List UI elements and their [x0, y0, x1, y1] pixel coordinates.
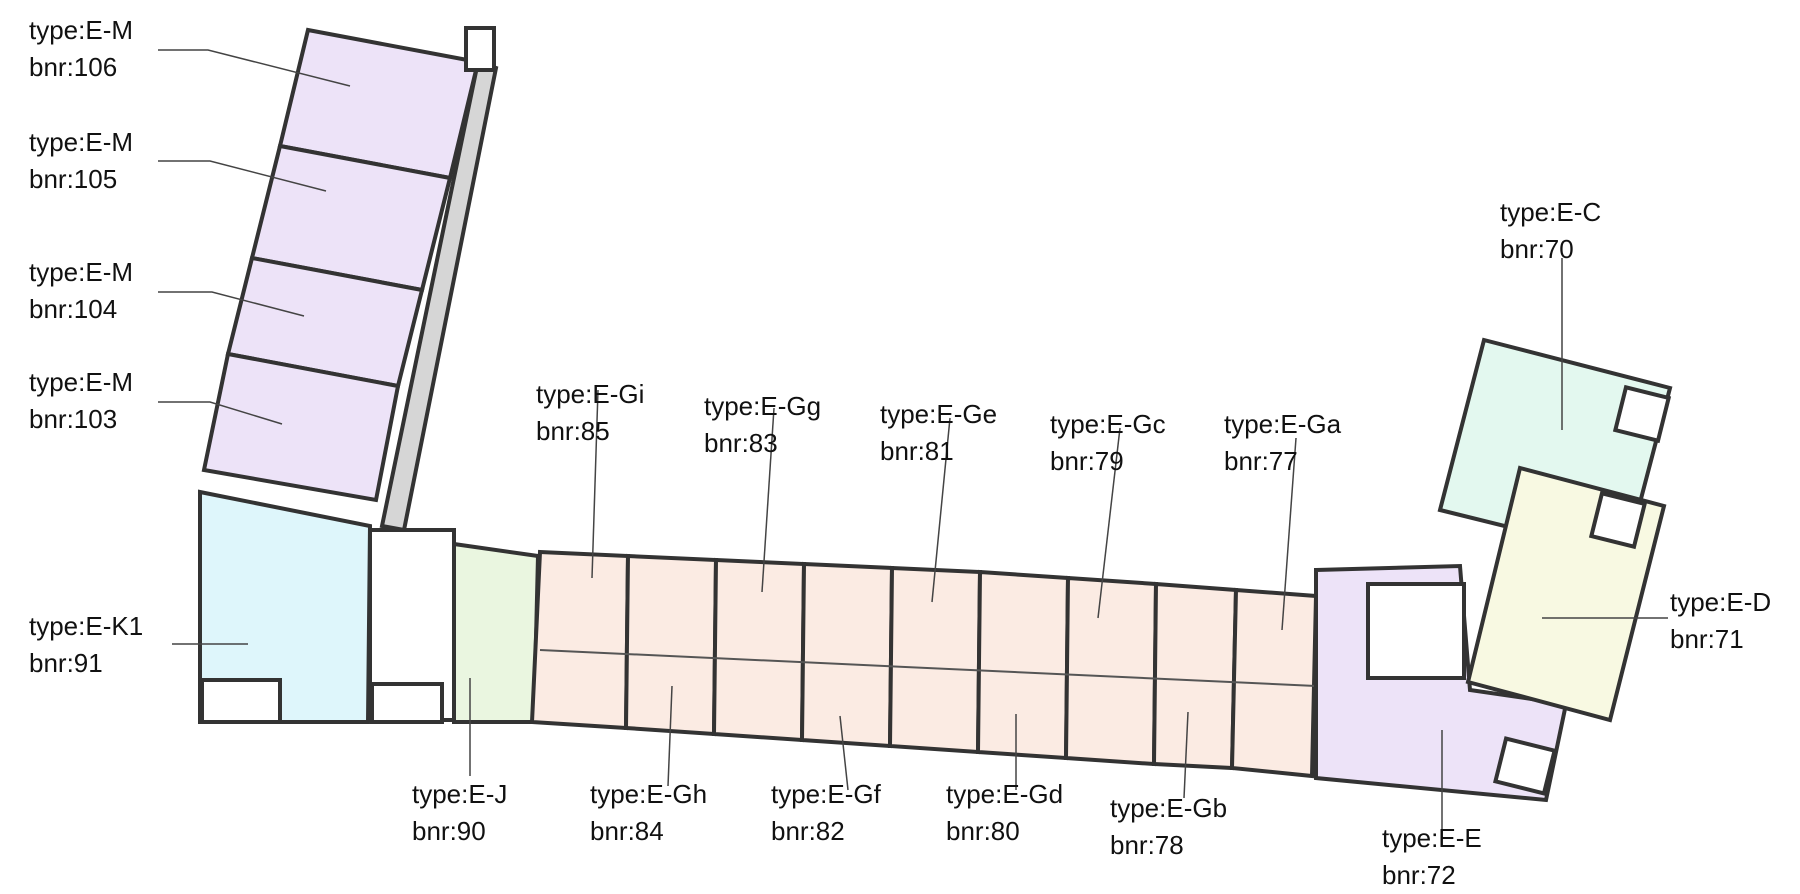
stair-em	[464, 26, 496, 72]
wing-right	[1314, 337, 1673, 803]
unit-ga	[1229, 587, 1319, 779]
wing-em	[201, 26, 499, 533]
unit-em-103	[201, 351, 401, 503]
unit-gc	[1063, 575, 1159, 767]
balcony-e	[1492, 736, 1558, 796]
balcony-k1	[200, 678, 282, 724]
leader-lines	[158, 49, 1668, 838]
unit-gi	[529, 549, 631, 731]
unit-ge	[887, 565, 983, 755]
wing-bottom-left	[198, 489, 541, 724]
wing-central	[529, 549, 1319, 779]
unit-gg	[711, 557, 807, 743]
unit-gd	[975, 569, 1071, 761]
balcony-d	[1588, 490, 1648, 550]
core-stair-right	[1366, 582, 1466, 680]
balcony-j	[370, 682, 444, 724]
central-mid-wall	[539, 649, 1317, 687]
unit-gb	[1151, 581, 1239, 771]
unit-j-90	[452, 541, 541, 724]
balcony-c	[1612, 384, 1672, 444]
unit-gf	[799, 561, 895, 749]
